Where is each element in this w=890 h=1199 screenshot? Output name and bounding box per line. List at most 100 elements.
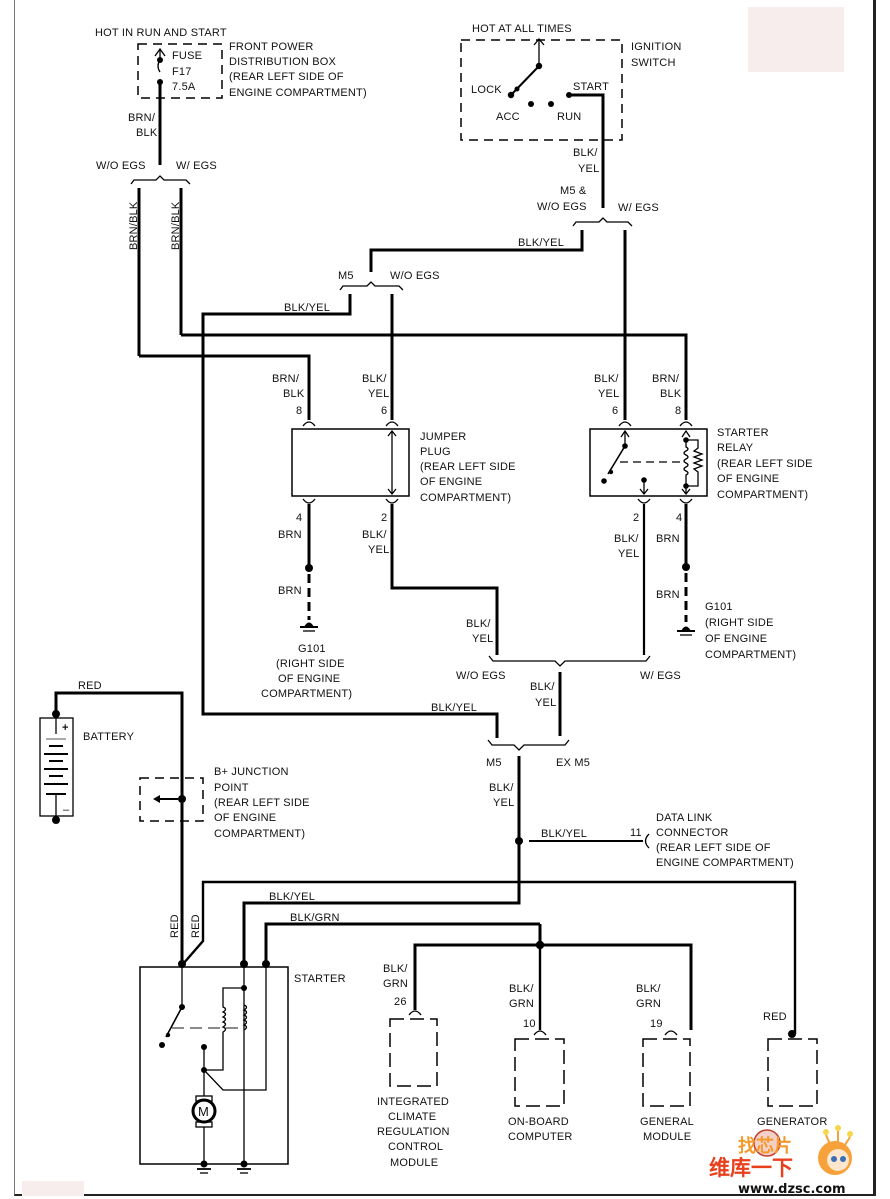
wire-label-brn-blk-v2: BRN/BLK <box>170 201 182 250</box>
split2-m5-label: M5 & <box>560 185 587 197</box>
dlc-wire: BLK/YEL <box>541 828 587 840</box>
jp-pin-4: 4 <box>296 512 302 524</box>
ground-icon-g101-right <box>677 626 695 636</box>
jp-name-1: JUMPER <box>420 431 466 443</box>
m1-wire-2: GRN <box>383 978 408 990</box>
m2-name-2: COMPUTER <box>508 1131 573 1143</box>
data-link-connector: BLK/YEL 11 DATA LINK CONNECTOR (REAR LEF… <box>529 812 794 869</box>
module-on-board-computer: BLK/ GRN 10 ON-BOARD COMPUTER <box>508 983 573 1143</box>
motor-label: M <box>198 1104 209 1119</box>
splice-bracket-m5 <box>487 739 570 751</box>
ground-icon-g101-left <box>300 622 318 632</box>
fuse-location-2: DISTRIBUTION BOX <box>229 56 337 68</box>
mascot-icon <box>818 1125 853 1175</box>
battery-wire-red: RED <box>78 680 102 692</box>
fuse-location-1: FRONT POWER <box>229 41 314 53</box>
jp-g101-3: OF ENGINE <box>278 673 340 685</box>
m3-wire-1: BLK/ <box>636 983 661 995</box>
m2-pin: 10 <box>523 1018 536 1030</box>
m5-label: M5 <box>486 757 502 769</box>
diagram-frame <box>14 0 876 1196</box>
battery: RED + – BATTERY <box>39 680 184 964</box>
sr-g101-4: COMPARTMENT) <box>705 649 796 661</box>
jp-name-2: PLUG <box>420 446 451 458</box>
m1-name-2: CLIMATE <box>388 1111 436 1123</box>
sr-pin-6: 6 <box>612 405 618 417</box>
sr-pin-4: 4 <box>676 512 682 524</box>
module-generator: RED GENERATOR <box>757 1011 827 1128</box>
sr-pin-8: 8 <box>675 405 681 417</box>
jp-g101-2: (RIGHT SIDE <box>276 658 345 670</box>
m1-name-5: MODULE <box>390 1157 438 1169</box>
m2-name-1: ON-BOARD <box>508 1116 569 1128</box>
motor-icon: M <box>191 1095 217 1128</box>
merge-w-egs: W/ EGS <box>640 670 681 682</box>
split3-m5-label: M5 <box>338 270 354 282</box>
m3-wire-2: GRN <box>636 998 661 1010</box>
junction-name-1: B+ JUNCTION <box>214 766 289 778</box>
split2-w-egs-label: W/ EGS <box>618 202 659 214</box>
watermark-block-bottom <box>22 1181 84 1196</box>
sr-wire-tl-1: BLK/ <box>594 373 619 385</box>
fuse-location-4: ENGINE COMPARTMENT) <box>229 87 367 99</box>
split-w-egs: W/ EGS <box>176 160 217 172</box>
fuse-rating: 7.5A <box>172 81 196 93</box>
sr-pin-2: 2 <box>633 512 639 524</box>
starter-relay: BLK/ YEL 6 BRN/ BLK 8 STARTER RELAY (REA… <box>589 373 813 661</box>
battery-plus: + <box>62 722 69 734</box>
watermark-block-top <box>748 7 844 72</box>
sr-name-4: OF ENGINE <box>717 473 779 485</box>
m4-name-1: GENERATOR <box>757 1116 827 1128</box>
junction-name-3: (REAR LEFT SIDE <box>214 797 310 809</box>
m1-name-1: INTEGRATED <box>377 1096 449 1108</box>
position-run: RUN <box>557 111 581 123</box>
wire-label-brn-blk-2: BLK <box>136 127 158 139</box>
sr-wire-bl-1: BLK/ <box>614 533 639 545</box>
jp-name-3: (REAR LEFT SIDE <box>420 461 516 473</box>
position-lock: LOCK <box>471 84 502 96</box>
dlc-pin: 11 <box>630 827 642 839</box>
merge-out-wire-1: BLK/ <box>530 681 555 693</box>
m4-wire: RED <box>763 1011 787 1023</box>
sr-wire-tr-1: BRN/ <box>652 373 680 385</box>
sr-name-5: COMPARTMENT) <box>717 489 808 501</box>
wire-label-blk-yel-m5: BLK/YEL <box>284 302 330 314</box>
wire-label-blk-yel-h: BLK/YEL <box>518 237 564 249</box>
ground-icon-starter-1 <box>197 1168 211 1174</box>
battery-minus: – <box>63 804 70 816</box>
split3-wo-egs-label: W/O EGS <box>390 270 440 282</box>
m3-name-1: GENERAL <box>640 1116 694 1128</box>
jp-wire-tl-2: BLK <box>283 388 305 400</box>
sr-wire-tr-2: BLK <box>660 388 682 400</box>
module-climate-control: BLK/ GRN 26 INTEGRATED CLIMATE REGULATIO… <box>377 963 450 1169</box>
starter-wire-blk-grn: BLK/GRN <box>290 912 340 924</box>
module-general-module: BLK/ GRN 19 GENERAL MODULE <box>636 983 694 1143</box>
ignition-name-1: IGNITION <box>631 41 682 53</box>
watermark-url: www.dzsc.com <box>738 1182 846 1197</box>
splice-dot-blk-grn <box>535 940 545 950</box>
jp-g101-1: G101 <box>298 643 326 655</box>
fuse-name: FUSE <box>172 50 202 62</box>
sr-wire-bl-2: YEL <box>618 548 639 560</box>
jp-ground-wire: BRN <box>278 585 302 597</box>
b-plus-junction: B+ JUNCTION POINT (REAR LEFT SIDE OF ENG… <box>139 766 310 840</box>
ignition-name-2: SWITCH <box>631 57 676 69</box>
junction-name-5: COMPARTMENT) <box>214 828 305 840</box>
dlc-name-1: DATA LINK <box>656 812 713 824</box>
sr-ground-wire: BRN <box>656 589 680 601</box>
jp-name-5: COMPARTMENT) <box>420 492 511 504</box>
relay-coil-icon <box>683 440 689 486</box>
watermark-line2: 维库一下 <box>709 1156 793 1180</box>
sr-g101-3: OF ENGINE <box>705 633 767 645</box>
starter-wire-red-2: RED <box>190 914 202 938</box>
m2-wire-2: GRN <box>509 998 534 1010</box>
wire-label-blk-yel-ign-1: BLK/ <box>573 147 598 159</box>
jp-name-4: OF ENGINE <box>420 476 482 488</box>
m1-pin: 26 <box>394 996 407 1008</box>
merge-left-wire-1: BLK/ <box>466 618 491 630</box>
watermark-line1: 找芯片 <box>738 1135 792 1157</box>
battery-name: BATTERY <box>83 731 135 743</box>
sr-g101-1: G101 <box>705 601 733 613</box>
m1-name-3: REGULATION <box>377 1126 450 1138</box>
